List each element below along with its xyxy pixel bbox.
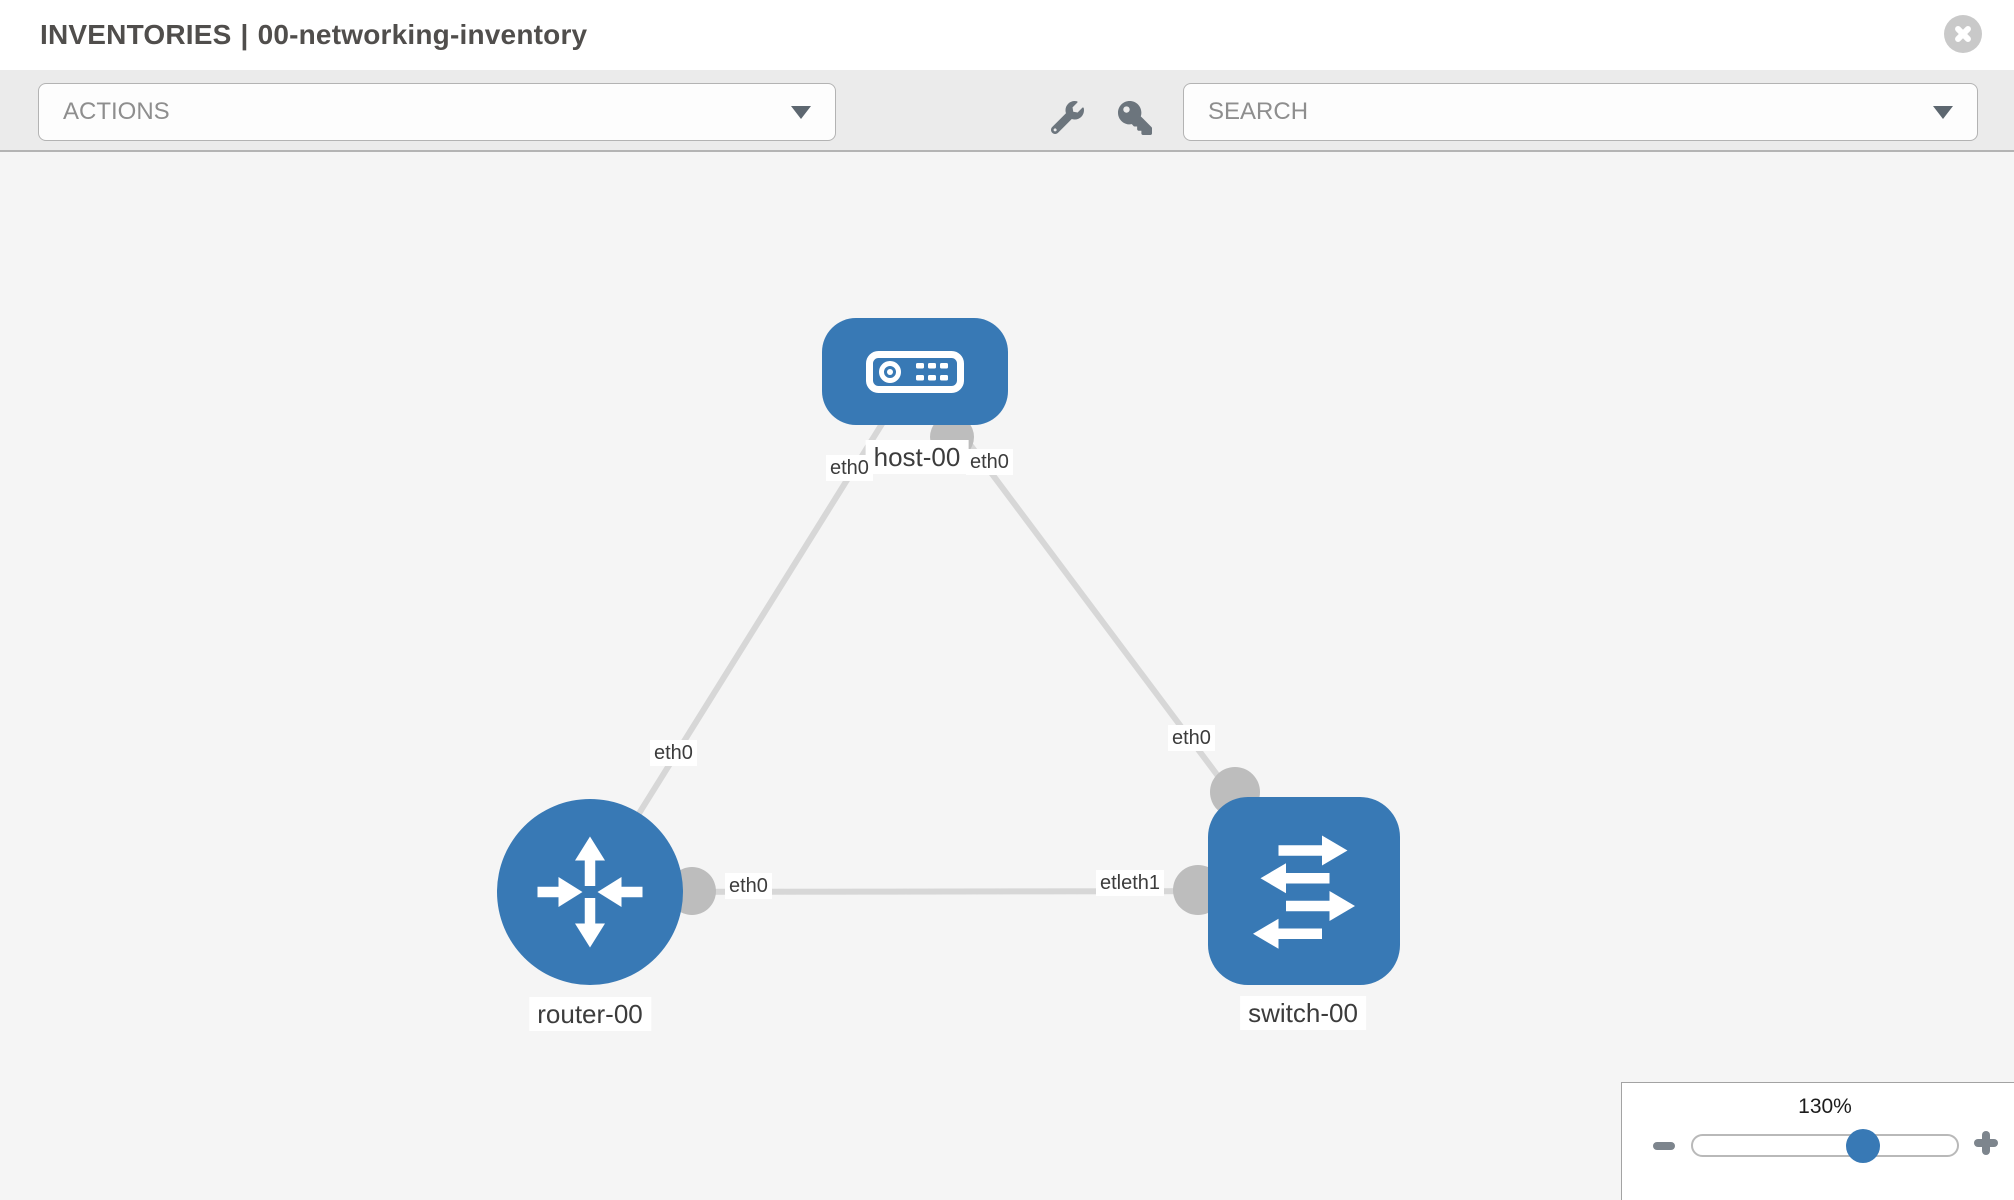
- node-switch-00[interactable]: [1208, 797, 1400, 985]
- node-label-switch: switch-00: [1240, 996, 1366, 1030]
- header: INVENTORIES | 00-networking-inventory: [0, 0, 2014, 70]
- credentials-button[interactable]: [1115, 98, 1155, 138]
- node-label-router: router-00: [529, 997, 651, 1031]
- plus-icon: [1982, 1131, 1990, 1155]
- caret-down-icon: [791, 105, 811, 119]
- topology-edges: [587, 369, 1307, 895]
- toolbar: ACTIONS SEARCH: [0, 70, 2014, 152]
- zoom-slider-track[interactable]: [1691, 1128, 1959, 1163]
- topology-canvas[interactable]: host-00 router-00 switch-00 eth0 eth0 et…: [0, 152, 2014, 1200]
- host-icon: [866, 350, 964, 393]
- actions-dropdown[interactable]: ACTIONS: [38, 83, 836, 141]
- zoom-value: 130%: [1798, 1095, 1852, 1118]
- close-button[interactable]: [1944, 15, 1982, 53]
- page-title: INVENTORIES | 00-networking-inventory: [40, 0, 596, 70]
- router-icon: [537, 836, 643, 948]
- iface-label-host-to-switch: eth0: [966, 449, 1013, 475]
- configure-button[interactable]: [1047, 97, 1087, 137]
- iface-label-switch-to-router: etleth1: [1096, 870, 1165, 896]
- page-title-separator: |: [240, 19, 249, 50]
- iface-label-switch-to-host: eth0: [1168, 725, 1215, 751]
- actions-dropdown-label: ACTIONS: [63, 98, 170, 125]
- node-label-host: host-00: [865, 440, 969, 474]
- switch-icon: [1253, 835, 1355, 949]
- zoom-out-button[interactable]: [1649, 1131, 1679, 1161]
- search-dropdown-label: SEARCH: [1208, 98, 1309, 125]
- caret-down-icon: [1933, 105, 1953, 119]
- zoom-in-button[interactable]: [1971, 1128, 2001, 1158]
- page-title-secondary: 00-networking-inventory: [257, 19, 588, 50]
- zoom-panel: 130%: [1621, 1082, 2014, 1200]
- node-router-00[interactable]: [497, 799, 683, 985]
- key-icon: [1118, 101, 1152, 135]
- search-dropdown[interactable]: SEARCH: [1183, 83, 1978, 141]
- zoom-slider-knob[interactable]: [1846, 1128, 1881, 1163]
- node-host-00[interactable]: [822, 318, 1008, 425]
- minus-icon: [1653, 1142, 1675, 1150]
- iface-label-router-to-host: eth0: [650, 740, 697, 766]
- wrench-icon: [1050, 100, 1084, 134]
- iface-label-host-to-router: eth0: [826, 455, 873, 481]
- page-title-primary: INVENTORIES: [40, 19, 232, 50]
- iface-label-router-to-switch: eth0: [725, 873, 772, 899]
